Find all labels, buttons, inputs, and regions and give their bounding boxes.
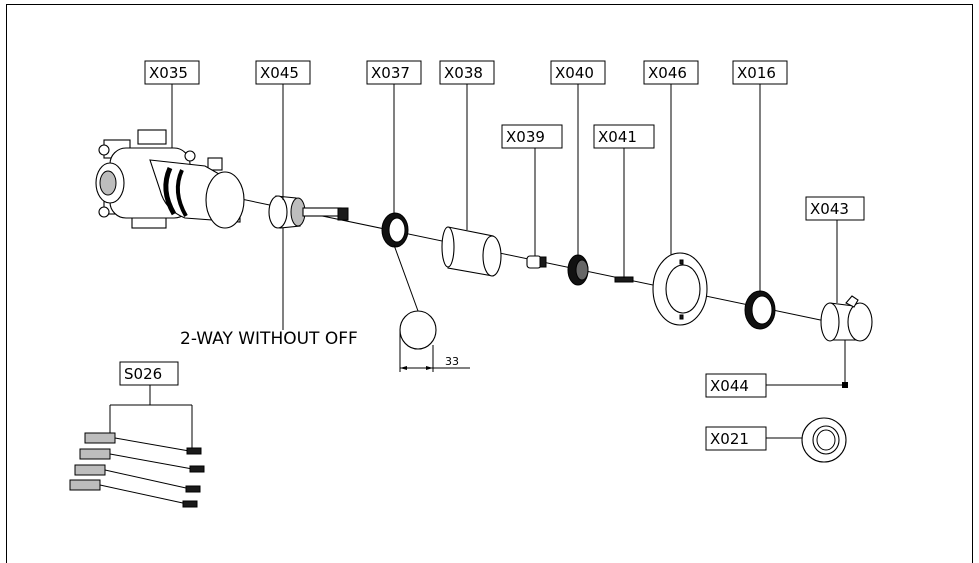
callout-x043: X043 [805,196,865,221]
svg-text:X016: X016 [737,64,776,82]
callout-x041: X041 [593,124,655,149]
callout-x046: X046 [643,60,699,85]
callout-x038: X038 [439,60,495,85]
screw-set-s026 [69,432,205,508]
handle-x043 [820,295,873,342]
svg-text:X043: X043 [810,200,849,218]
drawing-frame [6,4,973,563]
callout-s026: S026 [119,361,179,386]
callout-x035: X035 [144,60,200,85]
ring-x037 [381,212,409,248]
svg-text:X045: X045 [260,64,299,82]
valve-body-x035 [95,129,245,229]
callout-x037: X037 [366,60,422,85]
flange-x046 [652,252,708,326]
nut-x040 [567,254,589,286]
callout-x021: X021 [705,426,767,451]
svg-text:X038: X038 [444,64,483,82]
svg-text:X035: X035 [149,64,188,82]
cartridge-note: 2-WAY WITHOUT OFF [180,329,358,349]
dimension-label: 33 [445,355,459,368]
svg-text:S026: S026 [124,365,162,383]
pin-x039 [526,255,547,269]
svg-text:X021: X021 [710,430,749,448]
callout-x040: X040 [550,60,606,85]
svg-text:X046: X046 [648,64,687,82]
callout-x039: X039 [501,124,563,149]
cover-plate-x021 [801,417,847,463]
sleeve-x038 [441,226,502,277]
ring-x016 [744,290,776,330]
svg-text:X044: X044 [710,377,749,395]
svg-text:X040: X040 [555,64,594,82]
leader-lines [109,84,848,448]
callout-x045: X045 [255,60,311,85]
cartridge-x045 [268,195,349,229]
svg-text:X039: X039 [506,128,545,146]
svg-text:X037: X037 [371,64,410,82]
callout-x016: X016 [732,60,788,85]
ring-detail-view [399,310,470,372]
svg-text:X041: X041 [598,128,637,146]
callout-x044: X044 [705,373,767,398]
